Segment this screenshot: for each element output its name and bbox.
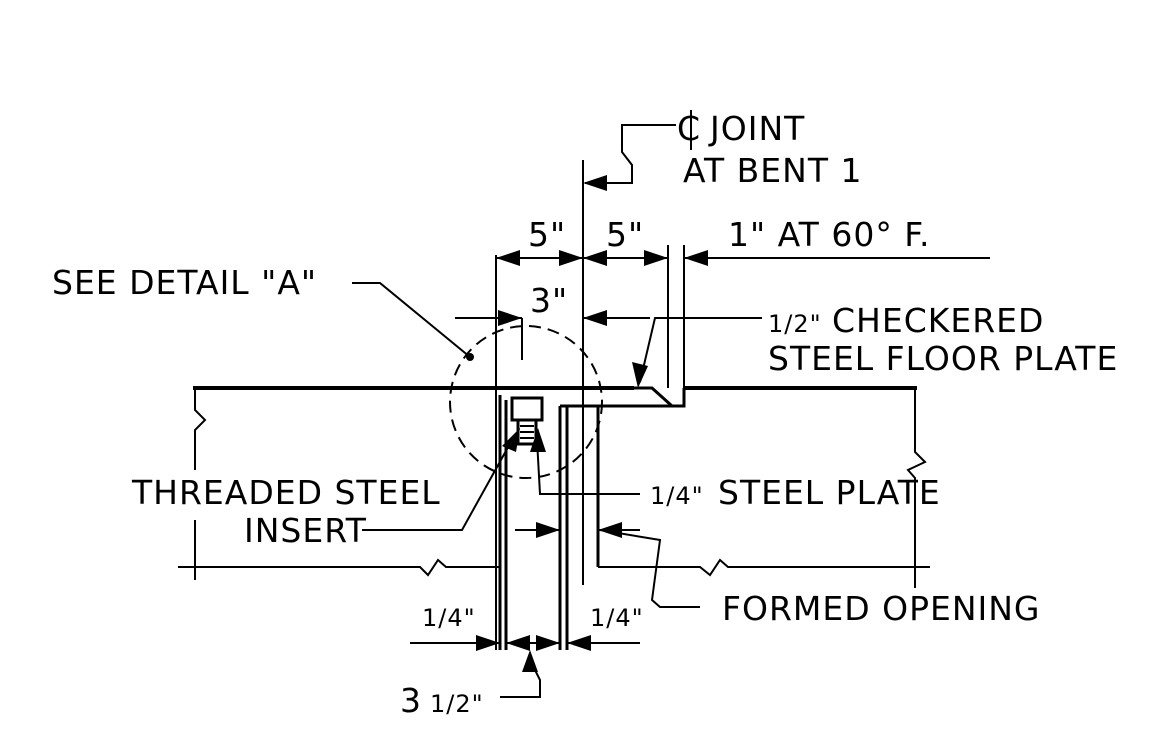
label-threaded-1: THREADED STEEL [131, 473, 441, 512]
arrow-5-mid-r [583, 250, 607, 266]
label-checkered-2: STEEL FLOOR PLATE [768, 339, 1118, 378]
arrow-1in [684, 250, 708, 266]
label-steel-plate-frac: 1/4" [650, 482, 704, 510]
centerline-symbol-icon: C [677, 109, 700, 150]
label-steel-plate: STEEL PLATE [718, 473, 941, 512]
detail-a-circle [449, 325, 603, 479]
arrow-35-r [536, 635, 560, 651]
dim-bottom [410, 635, 640, 651]
label-see-detail: SEE DETAIL "A" [52, 263, 317, 302]
label-checkered-frac: 1/2" [768, 310, 822, 338]
dim-3in [455, 310, 650, 326]
slab-bottom-right [598, 558, 930, 577]
arrow-q-right [567, 635, 591, 651]
arrow-checkered [632, 362, 648, 388]
dim-top [496, 250, 990, 266]
joint-plates [495, 160, 685, 650]
label-checkered-1: CHECKERED [832, 301, 1044, 340]
arrow-5-mid-l [559, 250, 583, 266]
label-dim-3: 3" [530, 281, 568, 320]
arrow-3-right [583, 310, 607, 326]
deck-right-edge [906, 388, 927, 588]
label-dim-5-left: 5" [528, 215, 566, 254]
label-at-bent: AT BENT 1 [683, 151, 862, 190]
arrow-5-right [644, 250, 668, 266]
arrow-3-left [498, 310, 522, 326]
leader-checkered [639, 317, 762, 383]
label-formed-opening: FORMED OPENING [722, 589, 1041, 628]
insert-head [510, 396, 544, 422]
leader-see-detail [352, 282, 471, 358]
label-joint: JOINT [708, 109, 805, 148]
arrow-3-half [522, 650, 538, 672]
leader-steel-plate [536, 439, 640, 495]
arrow-steel-plate [530, 428, 546, 452]
arrow-sp-right [598, 522, 622, 538]
label-dim-1in: 1" AT 60° F. [728, 215, 930, 254]
arrow-q-left [476, 635, 500, 651]
floor-plate-bevel [560, 386, 686, 408]
leader-formed-opening [599, 529, 700, 608]
deck-left-edge [194, 388, 207, 470]
arrow-threaded [502, 428, 520, 452]
label-3-half-whole: 3 [400, 681, 422, 720]
label-3-half-frac: 1/2" [430, 690, 484, 718]
svg-text:C: C [677, 109, 700, 148]
label-quarter-right: 1/4" [590, 604, 644, 632]
arrow-sp-left [536, 522, 560, 538]
arrow-5-left [496, 250, 520, 266]
leader-cl-joint [585, 124, 676, 184]
label-quarter-left: 1/4" [422, 604, 476, 632]
arrow-cl-joint [583, 175, 607, 191]
label-threaded-2: INSERT [244, 511, 367, 550]
leaders [352, 124, 762, 698]
label-dim-5-right: 5" [606, 215, 644, 254]
dot-see-detail [466, 353, 474, 361]
arrow-35-l [506, 635, 530, 651]
slab-bottom-left [178, 558, 500, 577]
deck-slab [178, 386, 930, 588]
dim-steel-plate [515, 522, 640, 538]
leader-threaded [362, 439, 513, 531]
